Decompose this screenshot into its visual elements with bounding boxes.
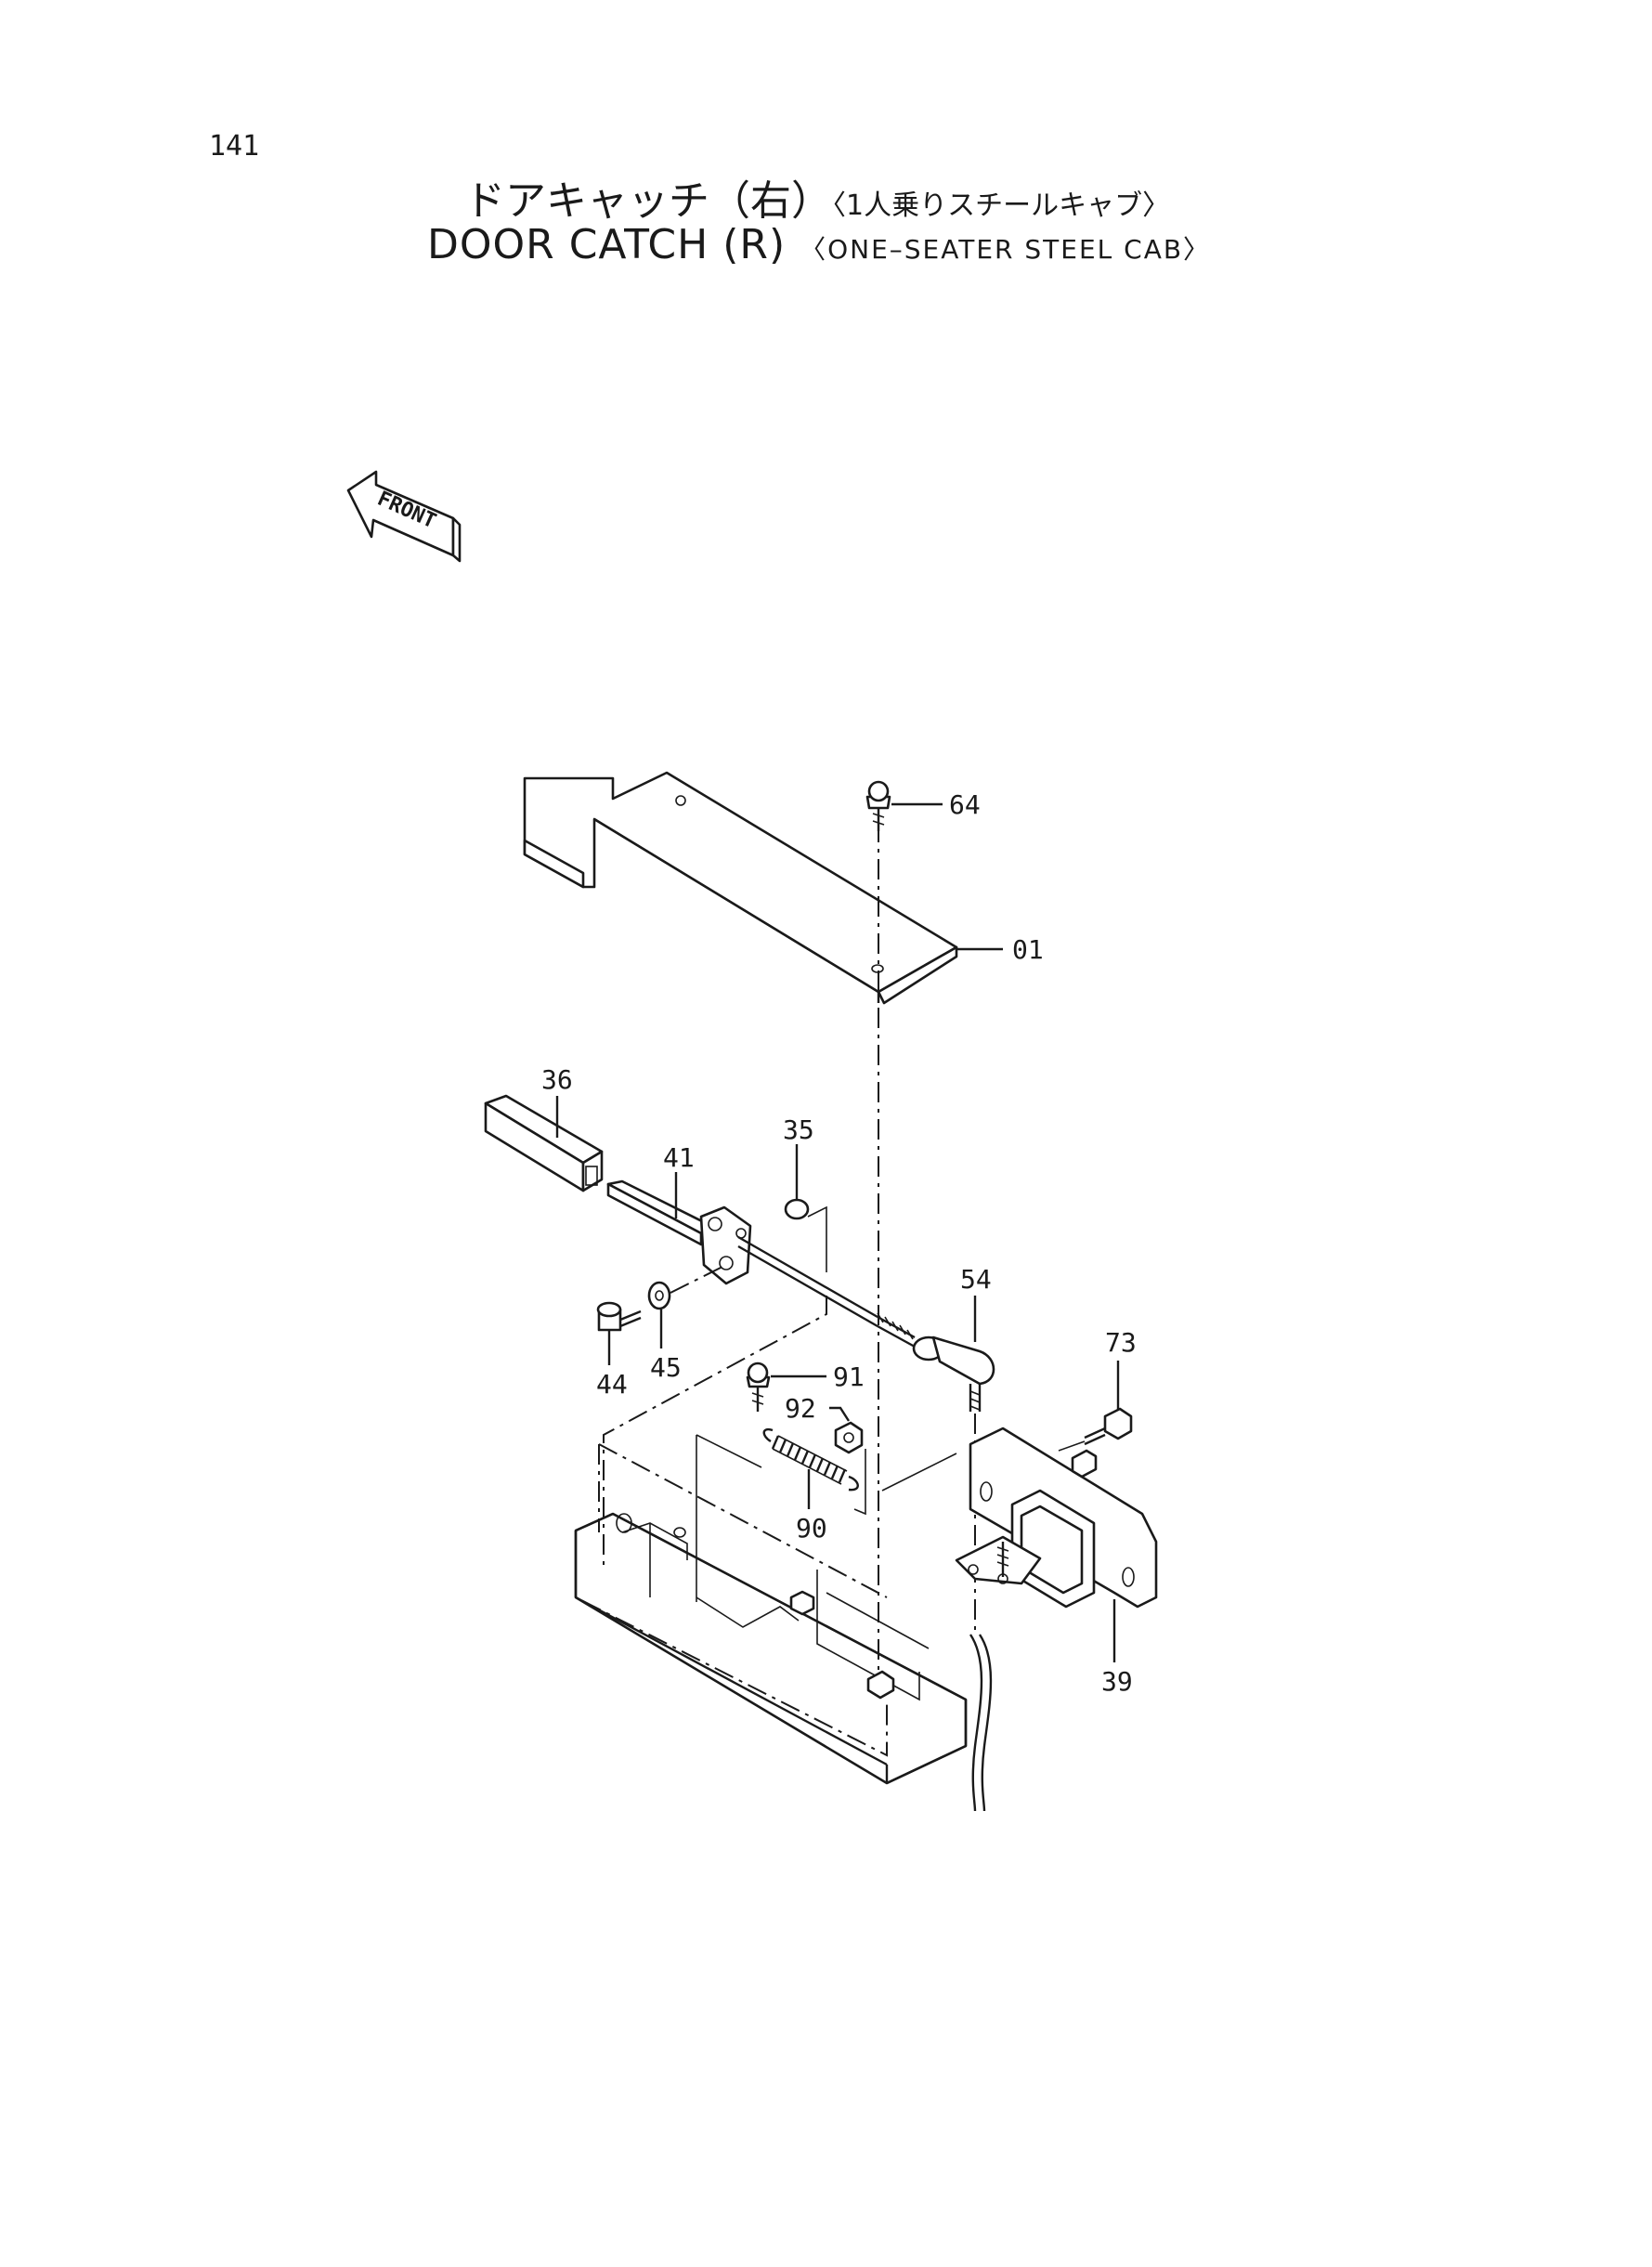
title-en-sub: 〈ONE–SEATER STEEL CAB〉 bbox=[800, 234, 1212, 265]
part-01-cover-plate bbox=[523, 771, 958, 1005]
dash-guide-left bbox=[603, 1296, 827, 1570]
guide-bracket bbox=[881, 1453, 957, 1492]
callout-39: 39 bbox=[1101, 1666, 1133, 1697]
callout-41: 41 bbox=[663, 1142, 695, 1173]
part-41-lever bbox=[606, 1172, 717, 1246]
callout-73: 73 bbox=[1105, 1327, 1137, 1358]
door-catch-case bbox=[574, 1443, 993, 1812]
part-91-screw bbox=[746, 1362, 826, 1412]
callout-90: 90 bbox=[796, 1513, 827, 1544]
part-64-screw bbox=[865, 780, 943, 831]
callout-91: 91 bbox=[833, 1362, 865, 1392]
part-45-washer bbox=[647, 1264, 727, 1348]
callout-36: 36 bbox=[541, 1064, 573, 1095]
guide-spring-left bbox=[696, 1434, 762, 1468]
rod bbox=[737, 1235, 916, 1348]
title-en-main: DOOR CATCH (R) bbox=[427, 221, 787, 268]
part-39-door-catch bbox=[955, 1427, 1158, 1662]
part-54-ball-joint bbox=[912, 1296, 995, 1412]
callout-64: 64 bbox=[949, 789, 981, 820]
title-english: DOOR CATCH (R) 〈ONE–SEATER STEEL CAB〉 bbox=[427, 221, 1211, 268]
callout-45: 45 bbox=[650, 1352, 682, 1383]
part-36-handle-grip bbox=[484, 1094, 604, 1192]
part-35-bushing bbox=[784, 1144, 827, 1272]
front-arrow-icon: FRONT bbox=[346, 470, 462, 563]
title-jp-sub: 〈1人乗りスチールキャブ〉 bbox=[832, 189, 1171, 222]
callout-35: 35 bbox=[783, 1114, 814, 1145]
title-japanese: ドアキャッチ（右）〈1人乗りスチールキャブ〉 bbox=[464, 167, 1170, 227]
linkage-bracket bbox=[699, 1205, 752, 1285]
callout-54: 54 bbox=[960, 1264, 992, 1295]
part-44-bolt bbox=[596, 1301, 642, 1365]
part-92-nut bbox=[829, 1406, 864, 1454]
part-73-bolt bbox=[1058, 1361, 1133, 1452]
page-number: 141 bbox=[209, 130, 260, 163]
part-90-spring bbox=[762, 1427, 859, 1509]
guide-spring-right bbox=[853, 1449, 866, 1516]
title-jp-main: ドアキャッチ（右） bbox=[464, 177, 832, 225]
callout-92: 92 bbox=[785, 1393, 816, 1424]
callout-44: 44 bbox=[596, 1369, 628, 1400]
callout-01: 01 bbox=[1012, 934, 1044, 965]
